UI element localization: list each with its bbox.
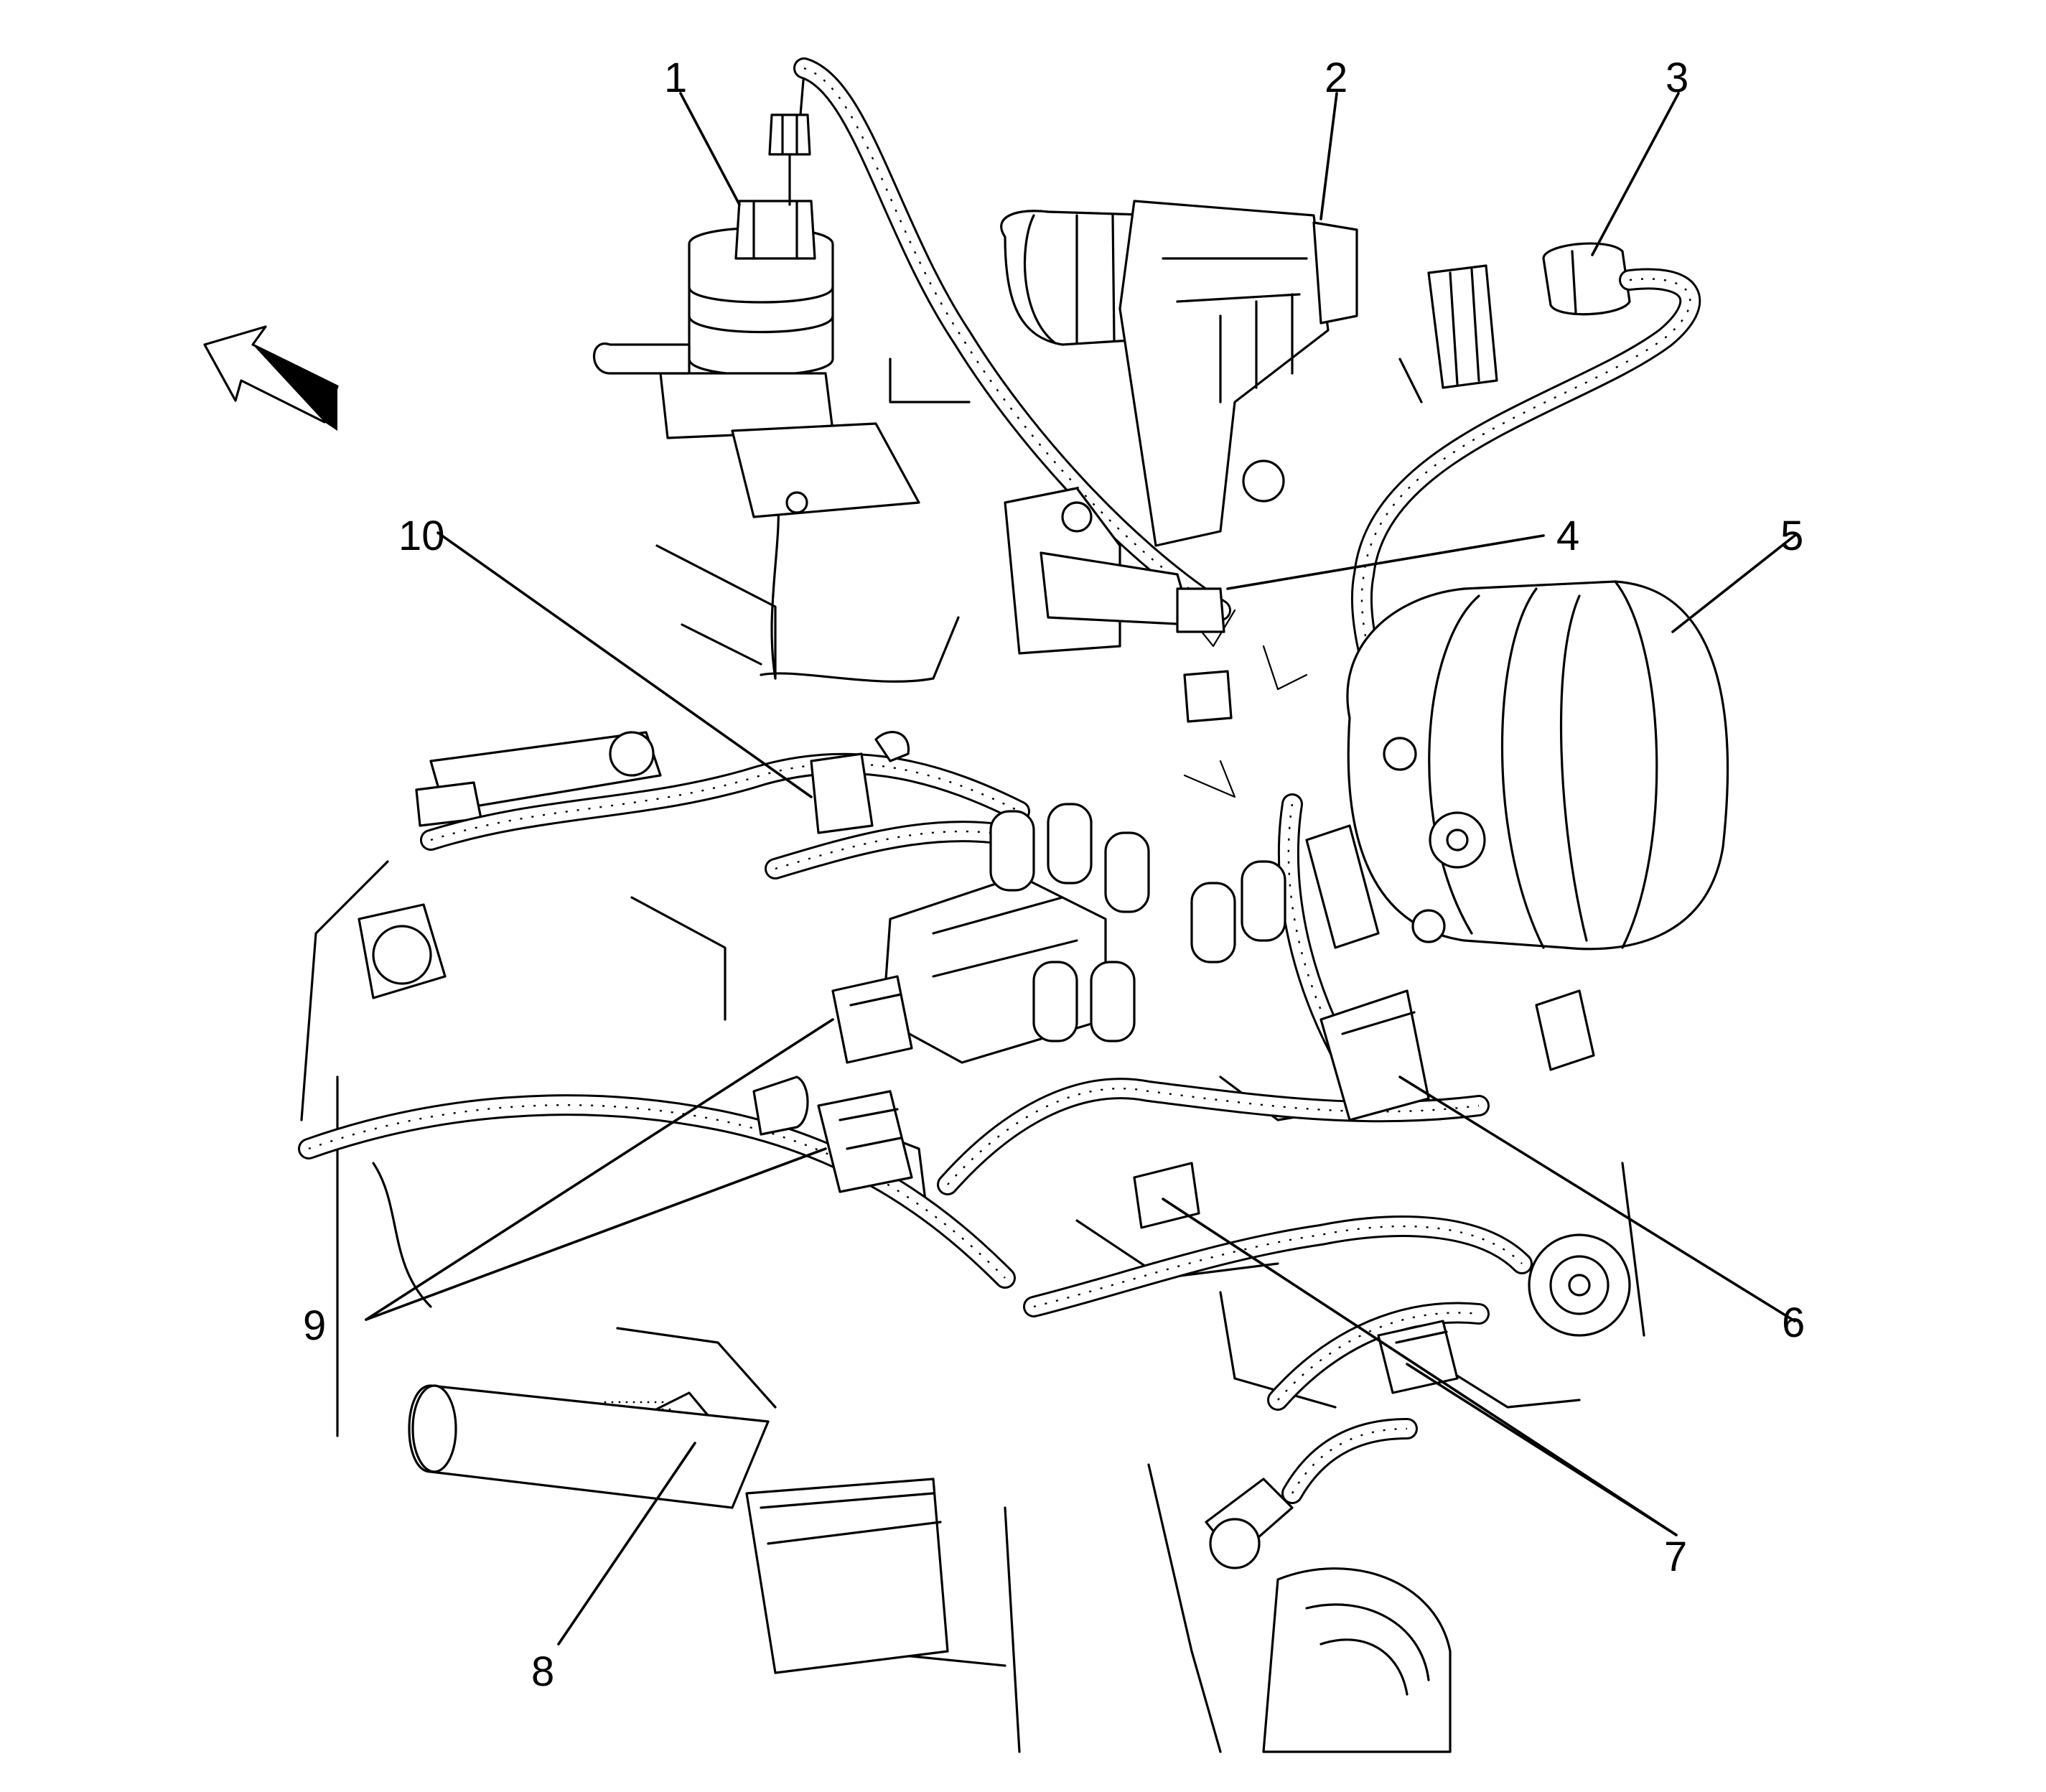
callout-6: 6: [1782, 1299, 1805, 1346]
generator-pulley: [1528, 1233, 1631, 1337]
egr-valve: [593, 200, 920, 518]
fuel-rail: [415, 731, 662, 827]
engine-outline: [300, 343, 1645, 1753]
oxygen-sensor: [1205, 1478, 1294, 1569]
leader-3: [1591, 92, 1680, 256]
injector-connector-lower: [817, 1090, 913, 1193]
leader-2: [1319, 92, 1338, 220]
harness-connector-top: [1427, 264, 1498, 389]
exhaust-pipe: [408, 1384, 949, 1674]
egr-connector: [768, 64, 811, 206]
leader-10: [436, 531, 813, 798]
callout-10: 10: [398, 513, 445, 559]
sensor-connector-center: [1133, 1162, 1200, 1229]
callout-1: 1: [664, 55, 687, 101]
leader-4: [1226, 534, 1545, 590]
sensor-connector-bottom: [1377, 1320, 1459, 1394]
callout-4: 4: [1556, 513, 1579, 559]
callout-8: 8: [531, 1648, 554, 1695]
flywheel-housing: [1262, 1567, 1452, 1753]
generator-connector: [1535, 989, 1595, 1071]
callout-9: 9: [303, 1302, 326, 1349]
mass-airflow-connector: [1542, 242, 1631, 316]
callout-3: 3: [1666, 55, 1688, 101]
ignition-coil-pack: [882, 803, 1286, 1064]
generator: [1346, 580, 1729, 951]
fuel-pressure-regulator: [358, 903, 447, 999]
leader-9a: [365, 1018, 834, 1321]
leader-8: [557, 1442, 696, 1646]
cam-sensor-connector: [810, 731, 910, 834]
callout-5: 5: [1780, 513, 1803, 559]
leader-1: [679, 92, 741, 206]
coil-connector-upper: [1305, 824, 1380, 949]
coolant-hose-stub: [752, 1075, 809, 1136]
leader-7b: [1406, 1363, 1678, 1536]
callout-7: 7: [1664, 1534, 1687, 1580]
sensor-bracket: [1004, 487, 1225, 655]
throttle-actuator: [1000, 200, 1358, 547]
callout-2: 2: [1325, 55, 1347, 101]
leader-7a: [1162, 1198, 1678, 1536]
sensor-connector-small: [1183, 670, 1233, 723]
front-arrow-icon: [203, 325, 339, 431]
harness-connector-right: [1319, 989, 1430, 1121]
leader-lines: [365, 92, 1796, 1646]
injector-connector-upper: [831, 975, 913, 1064]
leader-6: [1398, 1075, 1796, 1322]
leader-5: [1671, 534, 1796, 633]
callouts: 1 2 3 4 5 6 7 8 9 10: [303, 55, 1805, 1695]
leader-9b: [365, 1147, 827, 1321]
